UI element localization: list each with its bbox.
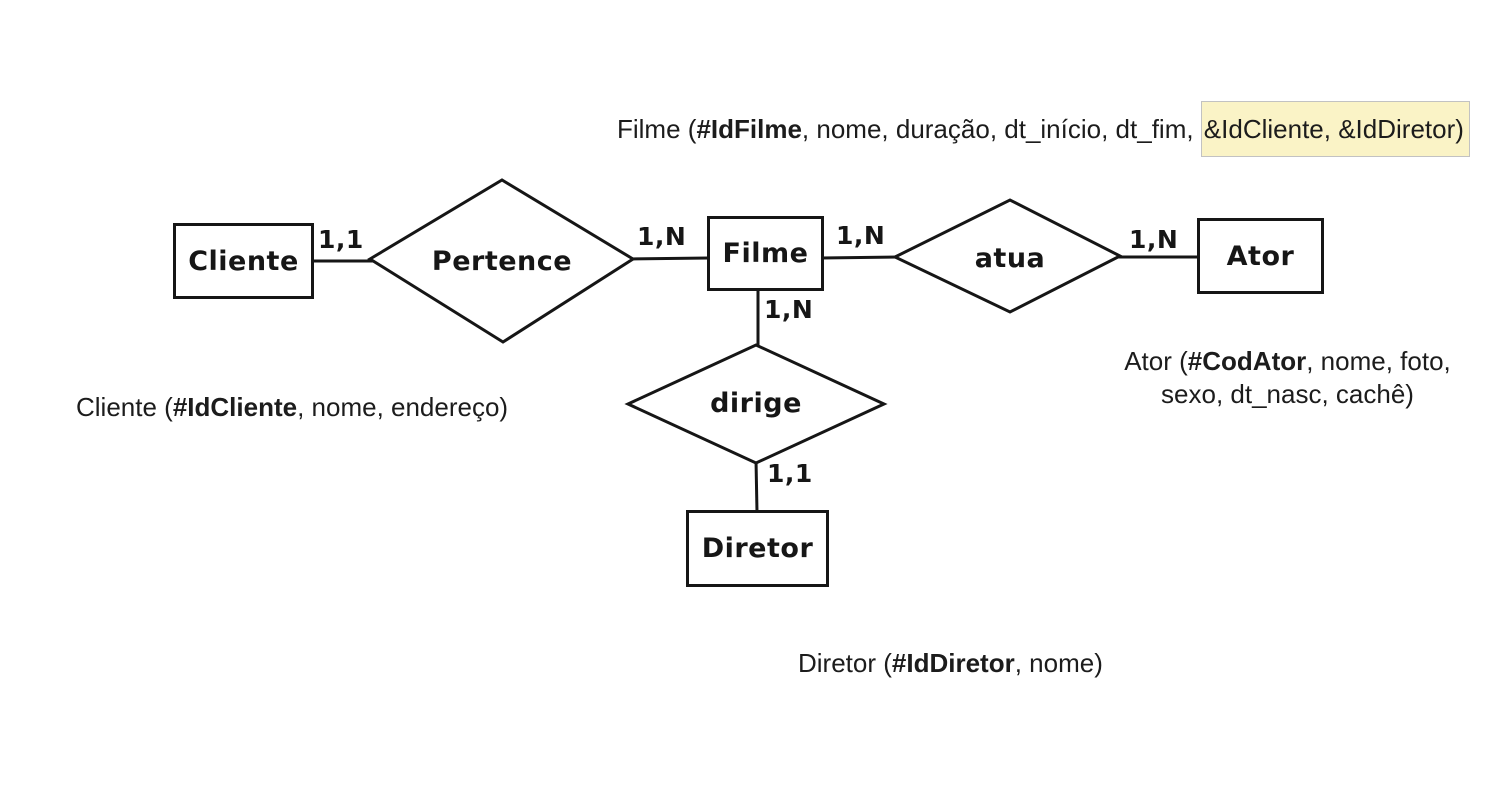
- cliente-schema-prefix: Cliente (: [76, 392, 173, 422]
- cardinality-dirige-diretor: 1,1: [767, 459, 813, 488]
- entity-filme-label: Filme: [722, 238, 809, 269]
- filme-schema-pk: #IdFilme: [696, 114, 802, 144]
- pertence-label: Pertence: [431, 246, 573, 277]
- atua-label: atua: [974, 243, 1046, 274]
- ator-schema-prefix: Ator (: [1124, 346, 1188, 376]
- entity-diretor: Diretor: [686, 510, 829, 587]
- filme-schema-middle: , nome, duração, dt_início, dt_fim,: [801, 114, 1201, 144]
- cardinality-filme-dirige: 1,N: [764, 295, 814, 324]
- connector-dirige-diretor: [754, 459, 759, 513]
- highlighted-foreign-keys: &IdCliente, &IdDiretor): [1200, 101, 1470, 157]
- cardinality-pertence-filme: 1,N: [637, 222, 687, 251]
- cardinality-filme-atua: 1,N: [836, 221, 886, 250]
- ator-schema-annotation: Ator (#CodAtor, nome, foto, sexo, dt_nas…: [1115, 345, 1460, 411]
- cardinality-atua-ator: 1,N: [1129, 225, 1179, 254]
- entity-cliente-label: Cliente: [188, 245, 299, 277]
- filme-schema-annotation: Filme (#IdFilme, nome, duração, dt_iníci…: [617, 101, 1470, 157]
- entity-ator: Ator: [1197, 218, 1324, 294]
- diretor-schema-pk: #IdDiretor: [891, 648, 1015, 678]
- cliente-schema-annotation: Cliente (#IdCliente, nome, endereço): [76, 392, 508, 422]
- diretor-schema-prefix: Diretor (: [798, 648, 892, 678]
- entity-cliente: Cliente: [173, 223, 314, 299]
- dirige-diamond: [624, 343, 888, 465]
- cliente-schema-suffix: , nome, endereço): [297, 392, 509, 422]
- diretor-schema-annotation: Diretor (#IdDiretor, nome): [798, 648, 1103, 678]
- ator-schema-suffix-line1: , nome, foto,: [1306, 346, 1451, 376]
- connector-filme-atua: [820, 255, 900, 260]
- cardinality-cliente-pertence: 1,1: [318, 225, 364, 254]
- entity-filme: Filme: [707, 216, 824, 291]
- pertence-diamond: [367, 178, 636, 344]
- diretor-schema-suffix: , nome): [1014, 648, 1103, 678]
- entity-diretor-label: Diretor: [701, 533, 814, 564]
- ator-schema-pk: #CodAtor: [1187, 346, 1307, 376]
- filme-schema-prefix: Filme (: [617, 114, 697, 144]
- atua-diamond: [891, 198, 1124, 314]
- entity-ator-label: Ator: [1226, 240, 1295, 272]
- connector-pertence-filme: [629, 256, 710, 261]
- cliente-schema-pk: #IdCliente: [172, 392, 298, 422]
- dirige-label: dirige: [710, 388, 802, 419]
- ator-schema-line2: sexo, dt_nasc, cachê): [1161, 379, 1414, 409]
